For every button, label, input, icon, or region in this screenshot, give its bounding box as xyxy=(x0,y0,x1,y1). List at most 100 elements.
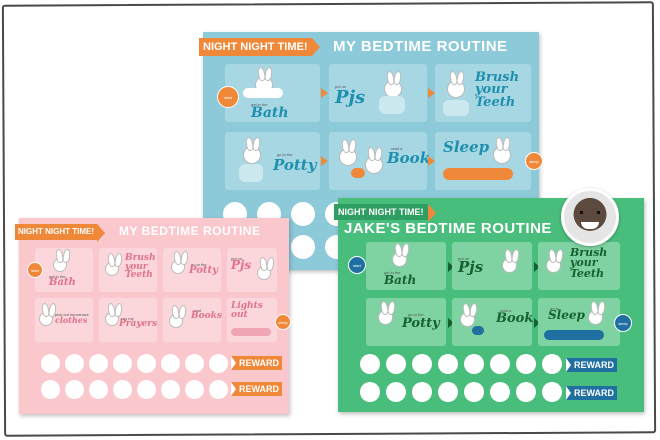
blue-step-label: Sleep xyxy=(443,138,490,156)
pink-step-prayers: say my Prayers xyxy=(99,298,157,342)
green-step-pjs: put on Pjs xyxy=(452,242,532,290)
bed-icon xyxy=(443,168,513,180)
sticker-slot xyxy=(464,354,484,374)
green-step-label: Bath xyxy=(384,273,417,287)
green-chart-tag: Night Night Time! xyxy=(334,204,435,222)
next-arrow-icon xyxy=(534,318,540,328)
green-step-label: Potty xyxy=(402,316,440,331)
bunny-icon xyxy=(365,156,383,174)
green-step-brush-teeth: Brush your Teeth xyxy=(538,242,620,290)
next-arrow-icon xyxy=(448,318,454,328)
blue-step-caption: go to the xyxy=(277,152,293,157)
sticker-slot xyxy=(438,382,458,402)
pink-bedtime-chart: Night Night Time! My Bedtime Routine get… xyxy=(15,218,291,414)
pink-step-lights-out: Lights out xyxy=(227,298,277,342)
bathtub-icon xyxy=(243,88,283,98)
pink-step-label: Potty xyxy=(189,265,218,276)
green-step-label: Book xyxy=(496,311,534,326)
sticker-slot xyxy=(386,382,406,402)
next-arrow-icon xyxy=(428,88,435,98)
blue-step-label: Bath xyxy=(251,105,289,121)
sticker-slot xyxy=(412,382,432,402)
sticker-slot xyxy=(464,382,484,402)
bed-icon xyxy=(231,328,271,336)
sticker-slot xyxy=(137,380,156,399)
bunny-icon xyxy=(447,80,465,98)
pink-step-label: Books xyxy=(191,311,222,321)
green-step-label: Sleep xyxy=(548,308,585,322)
green-step-label: Brush your Teeth xyxy=(570,246,608,280)
next-arrow-icon xyxy=(534,262,540,272)
green-step-potty: go to the Potty xyxy=(366,298,446,346)
bunny-icon xyxy=(546,258,561,273)
reward-label: Reward xyxy=(566,358,617,372)
child-photo-smile xyxy=(581,222,599,229)
pink-step-potty: go to the Potty xyxy=(163,248,221,292)
sticker-slot xyxy=(291,202,315,226)
green-step-label: Pjs xyxy=(458,258,484,276)
sticker-slot xyxy=(542,382,562,402)
sticker-slot xyxy=(490,382,510,402)
sticker-slot xyxy=(161,380,180,399)
bunny-icon xyxy=(339,148,357,166)
sink-icon xyxy=(443,100,469,116)
green-chart-title: Jake's Bedtime Routine xyxy=(344,220,552,237)
pink-step-label: Prayers xyxy=(119,319,158,329)
book-icon xyxy=(351,168,365,178)
pink-step-caption: read xyxy=(193,308,202,313)
blue-step-caption: read a xyxy=(391,146,403,151)
pajamas-icon xyxy=(379,96,405,114)
next-arrow-icon xyxy=(448,262,454,272)
pink-chart-title: My Bedtime Routine xyxy=(119,224,261,238)
green-step-caption: read a xyxy=(500,308,512,313)
sticker-slot xyxy=(41,380,60,399)
sticker-slot xyxy=(516,354,536,374)
pink-chart-tag: Night Night Time! xyxy=(15,224,105,242)
start-badge-icon: start xyxy=(348,256,366,274)
sticker-slot xyxy=(209,354,228,373)
bunny-icon xyxy=(460,312,475,327)
pink-step-clothes: pick out tomorrows clothes xyxy=(35,298,93,342)
pink-step-pjs: put on Pjs xyxy=(227,248,277,292)
sticker-slot xyxy=(386,354,406,374)
next-arrow-icon xyxy=(321,156,328,166)
pink-step-brush-teeth: Brush your Teeth xyxy=(99,248,157,292)
green-step-caption: go to xyxy=(550,306,559,311)
sleep-badge-icon: sleep xyxy=(525,152,543,170)
green-bedtime-chart: Night Night Time! Jake's Bedtime Routine… xyxy=(334,198,644,412)
pink-step-label: Brush your Teeth xyxy=(125,253,156,281)
sticker-slot xyxy=(490,354,510,374)
green-step-caption: go to the xyxy=(408,312,424,317)
sticker-slot xyxy=(412,354,432,374)
reward-label: Reward xyxy=(566,386,617,400)
sticker-slot xyxy=(185,380,204,399)
sticker-slot xyxy=(542,354,562,374)
blue-step-sleep: Sleep xyxy=(435,132,531,190)
sticker-slot xyxy=(209,380,228,399)
sticker-slot xyxy=(113,380,132,399)
start-badge-icon: start xyxy=(217,86,239,108)
bunny-icon xyxy=(39,312,53,326)
blue-step-bath: get in the Bath xyxy=(225,64,320,122)
bed-icon xyxy=(544,330,604,340)
pink-step-caption: say my xyxy=(121,316,134,321)
sticker-slot xyxy=(65,380,84,399)
blue-step-label: Brush your Teeth xyxy=(475,70,520,110)
sticker-slot xyxy=(360,354,380,374)
blue-step-label: Pjs xyxy=(335,87,366,108)
pink-step-caption: go to the xyxy=(191,262,207,267)
sticker-slot xyxy=(137,354,156,373)
green-step-caption: put on xyxy=(458,256,470,261)
bunny-icon xyxy=(257,266,271,280)
bunny-icon xyxy=(105,312,119,326)
pink-step-caption: pick out tomorrows xyxy=(55,312,89,317)
bunny-icon xyxy=(105,262,119,276)
pink-step-caption: put on xyxy=(231,256,243,261)
blue-step-caption: put on xyxy=(335,84,347,89)
bunny-icon xyxy=(392,252,407,267)
pink-step-caption: get in the xyxy=(49,274,66,279)
bunny-icon xyxy=(243,146,261,164)
pink-step-books: read Books xyxy=(163,298,222,342)
bunny-icon xyxy=(171,260,185,274)
reward-label: Reward xyxy=(231,382,282,396)
